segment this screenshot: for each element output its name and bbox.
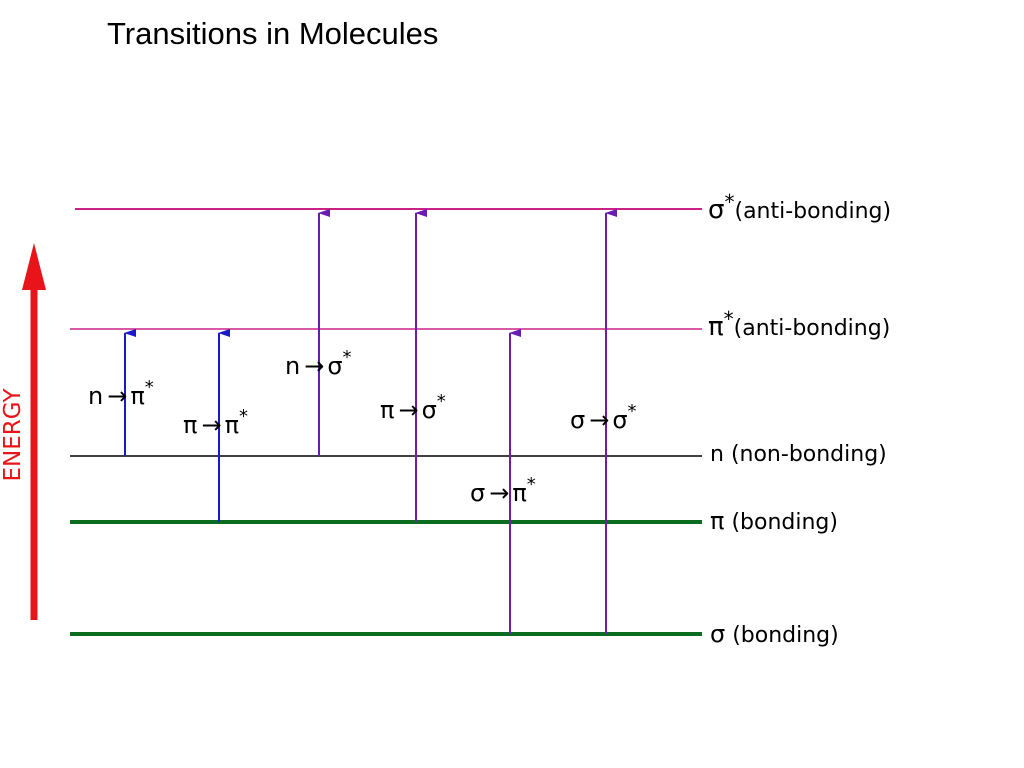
energy-axis: ENERGY (0, 243, 46, 620)
transition-arrows (124, 209, 617, 634)
slide-title: Transitions in Molecules (107, 16, 439, 51)
transition-labels: n→π* π→π* n→σ* π→σ* σ→π* σ→σ* (88, 347, 637, 507)
level-label-sigma: σ (bonding) (710, 620, 839, 648)
level-label-n: n (non-bonding) (710, 442, 887, 467)
transition-label-pi-sigma-star: π→σ* (380, 391, 446, 424)
transition-label-pi-pi-star: π→π* (183, 406, 248, 439)
transition-label-sigma-sigma-star: σ→σ* (570, 401, 637, 434)
transition-label-sigma-pi-star: σ→π* (470, 474, 536, 507)
energy-arrow-head (22, 243, 46, 290)
transition-label-n-sigma-star: n→σ* (285, 347, 352, 380)
level-label-sigma-star: σ*(anti-bonding) (708, 190, 891, 225)
energy-label: ENERGY (0, 388, 26, 482)
transition-label-n-pi-star: n→π* (88, 377, 154, 410)
level-label-pi-star: π*(anti-bonding) (708, 307, 890, 342)
level-label-pi: π (bonding) (710, 507, 838, 535)
level-labels: σ*(anti-bonding) π*(anti-bonding) n (non… (708, 190, 891, 648)
level-lines (70, 208, 702, 636)
